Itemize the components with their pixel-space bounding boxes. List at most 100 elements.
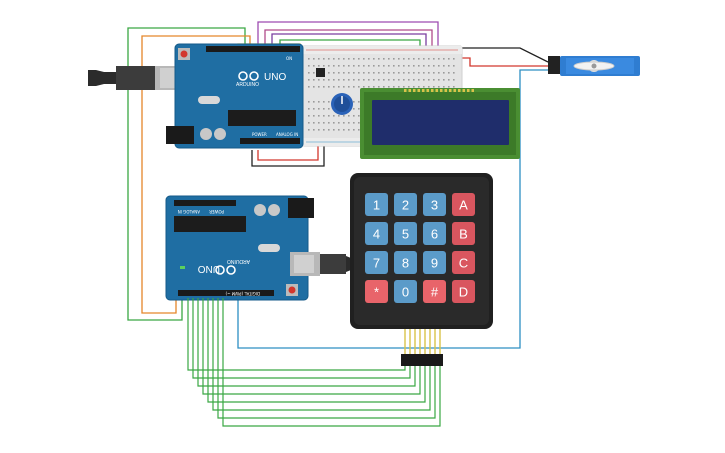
- keypad-key-A[interactable]: A: [452, 193, 475, 216]
- keypad-key-4[interactable]: 4: [365, 222, 388, 245]
- keypad-key-1[interactable]: 1: [365, 193, 388, 216]
- breadboard-hole: [323, 79, 325, 81]
- breadboard-hole: [358, 108, 360, 110]
- breadboard-hole: [408, 65, 410, 67]
- keypad-key-face[interactable]: [423, 193, 446, 216]
- keypad-key-B[interactable]: B: [452, 222, 475, 245]
- keypad-wire[interactable]: [197, 298, 416, 387]
- servo-motor[interactable]: [548, 56, 640, 76]
- keypad-key-face[interactable]: [365, 280, 388, 303]
- keypad-key-face[interactable]: [365, 251, 388, 274]
- breadboard-hole: [318, 115, 320, 117]
- keypad-key-face[interactable]: [394, 251, 417, 274]
- breadboard-hole: [418, 79, 420, 81]
- breadboard-hole: [378, 79, 380, 81]
- breadboard-hole: [408, 58, 410, 60]
- breadboard-hole: [338, 129, 340, 131]
- keypad-key-C[interactable]: C: [452, 251, 475, 274]
- wire-red-servo[interactable]: [450, 57, 548, 67]
- keypad-key-face[interactable]: [423, 280, 446, 303]
- keypad-connector[interactable]: [401, 329, 443, 366]
- wire-orange-loop[interactable]: [141, 35, 251, 314]
- keypad-key-face[interactable]: [423, 251, 446, 274]
- breadboard-hole: [333, 86, 335, 88]
- keypad-key-9[interactable]: 9: [423, 251, 446, 274]
- keypad-key-face[interactable]: [452, 222, 475, 245]
- keypad-key-5[interactable]: 5: [394, 222, 417, 245]
- breadboard-hole: [363, 72, 365, 74]
- wire-blue-servo[interactable]: [237, 69, 548, 349]
- lcd-pin: [413, 89, 416, 92]
- keypad-key-face[interactable]: [452, 251, 475, 274]
- breadboard-hole: [348, 122, 350, 124]
- breadboard-hole: [388, 79, 390, 81]
- breadboard-hole: [308, 101, 310, 103]
- bottom-silk-analog: ANALOG IN: [178, 209, 200, 214]
- breadboard-hole: [453, 58, 455, 60]
- breadboard-hole: [313, 122, 315, 124]
- keypad-wire[interactable]: [187, 298, 406, 371]
- arduino-bottom[interactable]: UNO ARDUINO POWER ANALOG IN DIGITAL (PWM…: [165, 195, 356, 301]
- lcd-pin: [408, 89, 411, 92]
- breadboard-hole: [418, 65, 420, 67]
- keypad-key-face[interactable]: [452, 280, 475, 303]
- breadboard-hole: [308, 115, 310, 117]
- wire-green-loop[interactable]: [127, 27, 246, 321]
- keypad-key-6[interactable]: 6: [423, 222, 446, 245]
- potentiometer[interactable]: [331, 93, 353, 115]
- keypad-wire[interactable]: [212, 298, 431, 411]
- breadboard-hole: [358, 58, 360, 60]
- wire-black-power[interactable]: [251, 140, 325, 167]
- breadboard-hole: [413, 72, 415, 74]
- breadboard-hole: [358, 115, 360, 117]
- breadboard-hole: [313, 129, 315, 131]
- keypad-key-face[interactable]: [365, 222, 388, 245]
- keypad-key-face[interactable]: [365, 193, 388, 216]
- keypad-key-D[interactable]: D: [452, 280, 475, 303]
- keypad-key-face[interactable]: [394, 280, 417, 303]
- keypad-key-label: 6: [431, 227, 438, 242]
- keypad-key-face[interactable]: [423, 222, 446, 245]
- breadboard-hole: [393, 86, 395, 88]
- breadboard-hole: [318, 65, 320, 67]
- keypad-key-face[interactable]: [394, 222, 417, 245]
- breadboard-hole: [313, 79, 315, 81]
- breadboard-hole: [318, 129, 320, 131]
- lcd-display[interactable]: [360, 88, 520, 159]
- keypad-key-face[interactable]: [452, 193, 475, 216]
- keypad-key-#[interactable]: #: [423, 280, 446, 303]
- breadboard-hole: [363, 58, 365, 60]
- keypad-wire[interactable]: [192, 298, 411, 379]
- breadboard-hole: [368, 86, 370, 88]
- keypad-key-label: A: [459, 198, 468, 213]
- wire-purple-1[interactable]: [257, 21, 439, 62]
- breadboard-hole: [323, 86, 325, 88]
- breadboard-hole: [393, 58, 395, 60]
- breadboard-hole: [353, 86, 355, 88]
- ic-component[interactable]: [316, 68, 325, 77]
- arduino-top[interactable]: ARDUINO UNO ON POWER ANALOG IN: [88, 43, 304, 149]
- keypad-key-*[interactable]: *: [365, 280, 388, 303]
- breadboard-hole: [353, 129, 355, 131]
- breadboard-hole: [313, 86, 315, 88]
- keypad-key-0[interactable]: 0: [394, 280, 417, 303]
- breadboard-hole: [313, 58, 315, 60]
- keypad-key-2[interactable]: 2: [394, 193, 417, 216]
- wire-red-power[interactable]: [257, 140, 319, 161]
- keypad-wire[interactable]: [222, 298, 441, 427]
- keypad-wire[interactable]: [202, 298, 421, 395]
- keypad-key-face[interactable]: [394, 193, 417, 216]
- breadboard-hole: [413, 79, 415, 81]
- breadboard-hole: [348, 58, 350, 60]
- breadboard-hole: [433, 65, 435, 67]
- keypad-key-8[interactable]: 8: [394, 251, 417, 274]
- breadboard-hole: [423, 72, 425, 74]
- keypad-wire[interactable]: [207, 298, 426, 403]
- keypad-key-3[interactable]: 3: [423, 193, 446, 216]
- keypad-key-7[interactable]: 7: [365, 251, 388, 274]
- lcd-pin: [435, 89, 438, 92]
- breadboard-hole: [403, 86, 405, 88]
- keypad-wire[interactable]: [217, 298, 436, 419]
